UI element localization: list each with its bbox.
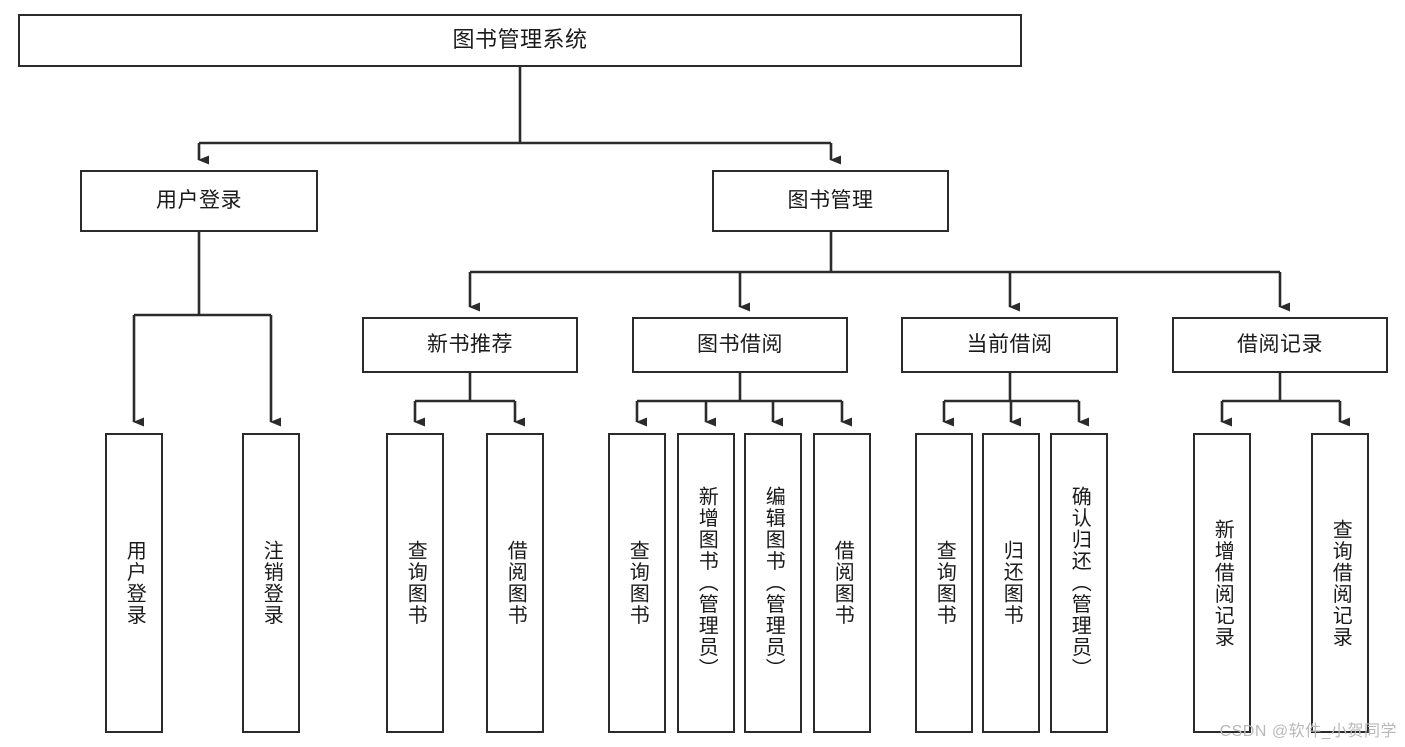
node-label: 确认归还（管理员）	[1068, 486, 1091, 680]
node-user-login[interactable]: 用户登录	[80, 170, 318, 232]
node-label: 图书管理	[787, 189, 874, 213]
node-label: 用户登录	[156, 189, 242, 213]
node-label: 查询图书	[626, 540, 649, 626]
node-borrow-record[interactable]: 借阅记录	[1172, 317, 1388, 373]
node-label: 用户登录	[123, 540, 146, 626]
leaf-newbook-borrow-book[interactable]: 借阅图书	[486, 433, 544, 733]
node-label: 借阅图书	[504, 540, 527, 626]
node-label: 查询图书	[404, 540, 427, 626]
node-label: 查询借阅记录	[1329, 518, 1352, 648]
node-book-management[interactable]: 图书管理	[712, 170, 949, 232]
node-label: 当前借阅	[966, 333, 1053, 357]
node-new-book-recommend[interactable]: 新书推荐	[362, 317, 578, 373]
node-label: 借阅记录	[1237, 333, 1323, 357]
node-label: 编辑图书（管理员）	[762, 486, 785, 680]
node-label: 图书管理系统	[452, 27, 588, 53]
leaf-newbook-query-book[interactable]: 查询图书	[386, 433, 444, 733]
leaf-borrowrecord-query-record[interactable]: 查询借阅记录	[1311, 433, 1369, 733]
leaf-borrowrecord-add-record[interactable]: 新增借阅记录	[1193, 433, 1251, 733]
node-label: 新增图书（管理员）	[695, 486, 718, 680]
leaf-currentborrow-return-book[interactable]: 归还图书	[982, 433, 1040, 733]
node-label: 借阅图书	[831, 540, 854, 626]
node-book-borrow[interactable]: 图书借阅	[632, 317, 848, 373]
node-current-borrow[interactable]: 当前借阅	[901, 317, 1118, 373]
leaf-logout[interactable]: 注销登录	[242, 433, 300, 733]
node-label: 新书推荐	[427, 333, 513, 357]
node-label: 注销登录	[260, 540, 283, 626]
leaf-bookborrow-query-book[interactable]: 查询图书	[608, 433, 666, 733]
leaf-bookborrow-borrow-book[interactable]: 借阅图书	[813, 433, 871, 733]
leaf-bookborrow-edit-book-admin[interactable]: 编辑图书（管理员）	[744, 433, 802, 733]
node-label: 图书借阅	[697, 333, 783, 357]
node-label: 新增借阅记录	[1211, 518, 1234, 648]
node-root-book-management-system[interactable]: 图书管理系统	[18, 14, 1022, 67]
leaf-currentborrow-confirm-return-admin[interactable]: 确认归还（管理员）	[1050, 433, 1108, 733]
leaf-currentborrow-query-book[interactable]: 查询图书	[915, 433, 973, 733]
leaf-user-login[interactable]: 用户登录	[105, 433, 163, 733]
node-label: 归还图书	[1000, 540, 1023, 626]
leaf-bookborrow-add-book-admin[interactable]: 新增图书（管理员）	[677, 433, 735, 733]
node-label: 查询图书	[933, 540, 956, 626]
